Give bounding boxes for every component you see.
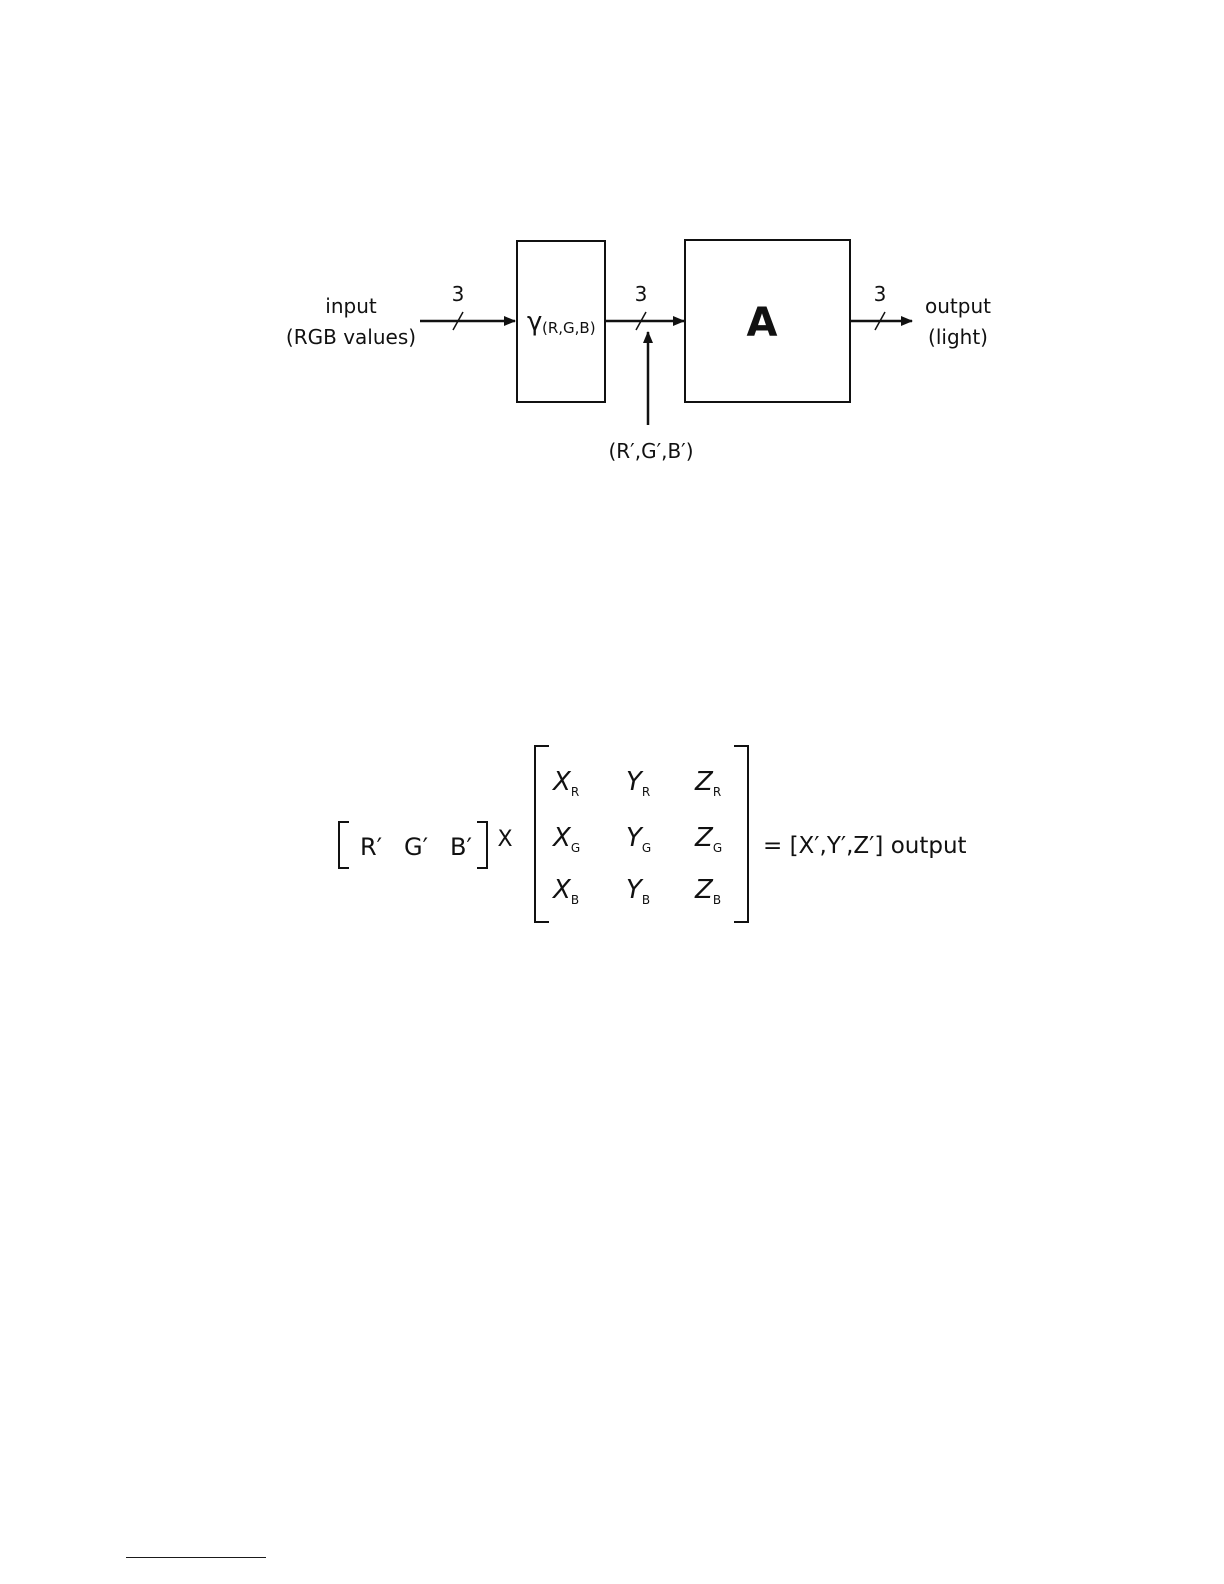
bus-width-3: 3 [874, 282, 887, 306]
input-label-line2: (RGB values) [286, 325, 416, 349]
matrix-equation: R′ G′ B′ X XR YR ZR XG YG ZG XB YB ZB = … [339, 746, 967, 922]
row-vector-left-bracket [339, 822, 349, 868]
times-sign: X [497, 827, 512, 852]
input-label-line1: input [325, 294, 377, 318]
row-vector-right-bracket [477, 822, 487, 868]
bus-width-1: 3 [452, 282, 465, 306]
footnote-rule [126, 1557, 266, 1558]
matrix-cell-xg: XG [551, 823, 580, 855]
matrix-cell-xr: XR [551, 767, 579, 799]
matrix-cell-yr: YR [626, 767, 650, 799]
matrix-cell-xb: XB [551, 875, 579, 907]
equation-result: = [X′,Y′,Z′] output [763, 833, 967, 859]
matrix-cell-zg: ZG [694, 823, 722, 855]
gamma-symbol: γ [527, 307, 542, 337]
block-diagram: input (RGB values) 3 γ (R,G,B) 3 (R′,G′,… [286, 240, 991, 463]
matrix-right-bracket [734, 746, 748, 922]
output-label-line2: (light) [928, 325, 988, 349]
row-vector-b: B′ [450, 833, 472, 861]
matrix-left-bracket [535, 746, 549, 922]
matrix-cell-yg: YG [626, 823, 651, 855]
matrix-cell-yb: YB [626, 875, 650, 907]
matrix-cell-zb: ZB [694, 875, 721, 907]
output-label-line1: output [925, 294, 991, 318]
matrix-block-label: A [747, 300, 778, 346]
intermediate-label: (R′,G′,B′) [608, 439, 693, 463]
gamma-args: (R,G,B) [542, 319, 596, 337]
matrix-cell-zr: ZR [694, 767, 721, 799]
row-vector-g: G′ [404, 833, 428, 861]
bus-width-2: 3 [635, 282, 648, 306]
row-vector-r: R′ [360, 833, 382, 861]
